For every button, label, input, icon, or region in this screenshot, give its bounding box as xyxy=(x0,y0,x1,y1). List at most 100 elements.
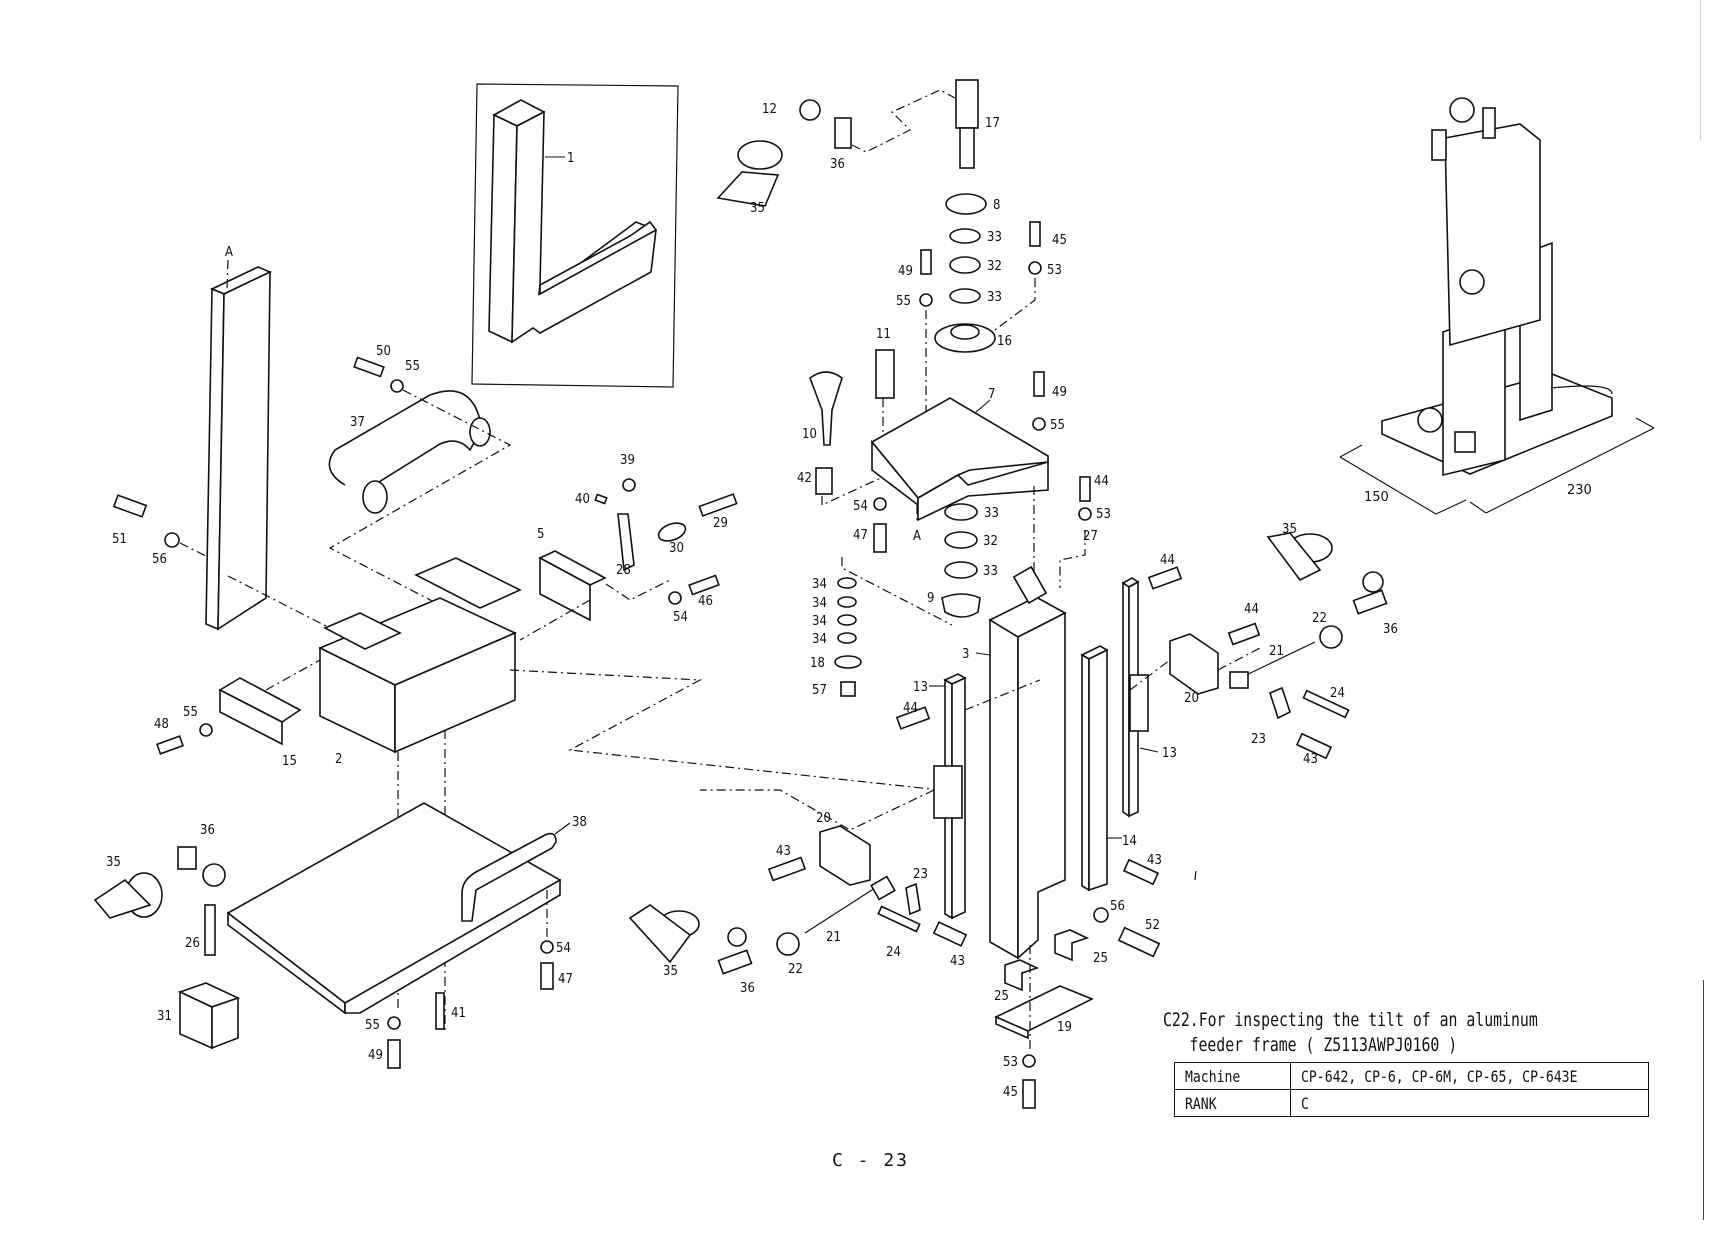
callout-35-top: 35 xyxy=(750,201,765,216)
callout-45-top: 45 xyxy=(1052,233,1067,248)
callout-1: 1 xyxy=(567,151,574,166)
callout-43-rail: 43 xyxy=(1147,853,1162,868)
part-upright-bar: A xyxy=(205,245,272,631)
callout-50: 50 xyxy=(376,344,391,359)
callout-21-left: 21 xyxy=(826,930,841,945)
left-indicator-assembly: 35 36 26 31 xyxy=(93,823,241,1050)
part-plate-15: 15 55 48 xyxy=(154,659,321,769)
callout-28: 28 xyxy=(616,563,631,578)
callout-56-left: 56 xyxy=(152,552,167,567)
callout-ref-a-center: A xyxy=(913,529,921,544)
callout-42: 42 xyxy=(797,471,812,486)
callout-45-bottom: 45 xyxy=(1003,1085,1018,1100)
callout-22-left: 22 xyxy=(788,962,803,977)
callout-36-top: 36 xyxy=(830,157,845,172)
caption-line-2: feeder frame ( Z5113AWPJ0160 ) xyxy=(1189,1034,1458,1056)
callout-29: 29 xyxy=(713,516,728,531)
callout-33-c: 33 xyxy=(984,506,999,521)
callout-44-right: 44 xyxy=(1160,553,1175,568)
callout-53-column: 53 xyxy=(1096,507,1111,522)
part-lever-28: 39 40 28 30 29 54 46 xyxy=(575,453,738,625)
callout-43-left: 43 xyxy=(776,844,791,859)
callout-21-right: 21 xyxy=(1269,644,1284,659)
callout-13-left: 13 xyxy=(913,680,928,695)
callout-38: 38 xyxy=(572,815,587,830)
dimension-width: 150 xyxy=(1364,490,1389,505)
callout-15: 15 xyxy=(282,754,297,769)
callout-49-base: 49 xyxy=(368,1048,383,1063)
callout-32-b: 32 xyxy=(983,534,998,549)
right-indicator-assembly: 20 44 21 22 24 23 43 35 36 xyxy=(1129,522,1398,881)
callout-35-lower: 35 xyxy=(663,964,678,979)
callout-43-lower: 43 xyxy=(950,954,965,969)
callout-48: 48 xyxy=(154,717,169,732)
callout-53-top: 53 xyxy=(1047,263,1062,278)
callout-46: 46 xyxy=(698,594,713,609)
callout-51: 51 xyxy=(112,532,127,547)
callout-9: 9 xyxy=(927,591,934,606)
callout-27: 27 xyxy=(1083,529,1098,544)
part-column-3: 3 27 44 53 xyxy=(962,474,1111,960)
callout-34-b: 34 xyxy=(812,596,827,611)
callout-47-center: 47 xyxy=(853,528,868,543)
callout-25-left: 25 xyxy=(994,989,1009,1004)
callout-16: 16 xyxy=(997,334,1012,349)
callout-55-plate: 55 xyxy=(1050,418,1065,433)
callout-ref-a-left: A xyxy=(225,245,233,260)
lower-center-stack: 54 47 A 33 32 33 9 34 34 34 34 18 57 xyxy=(810,497,999,698)
page-edge-line xyxy=(1703,980,1704,1220)
callout-19: 19 xyxy=(1057,1020,1072,1035)
rank-label: RANK xyxy=(1185,1093,1217,1113)
callout-33-d: 33 xyxy=(983,564,998,579)
callout-17: 17 xyxy=(985,116,1000,131)
rank-value: C xyxy=(1301,1093,1309,1113)
callout-30: 30 xyxy=(669,541,684,556)
callout-33-a: 33 xyxy=(987,230,1002,245)
callout-54-block: 54 xyxy=(673,610,688,625)
callout-13-right: 13 xyxy=(1162,746,1177,761)
callout-39: 39 xyxy=(620,453,635,468)
part-plate-7: 7 49 55 xyxy=(870,371,1067,600)
machine-label: Machine xyxy=(1185,1066,1241,1086)
callout-53-bottom: 53 xyxy=(1003,1055,1018,1070)
assembled-jig-view: 150 230 xyxy=(1339,97,1655,515)
callout-55-handle: 55 xyxy=(405,359,420,374)
callout-7: 7 xyxy=(988,387,995,402)
callout-33-b: 33 xyxy=(987,290,1002,305)
page-number: C - 23 xyxy=(832,1150,910,1171)
callout-14: 14 xyxy=(1122,834,1137,849)
callout-32-a: 32 xyxy=(987,259,1002,274)
callout-18: 18 xyxy=(810,656,825,671)
callout-35-left: 35 xyxy=(106,855,121,870)
callout-20-right: 20 xyxy=(1184,691,1199,706)
caption-line-1: C22.For inspecting the tilt of an alumin… xyxy=(1163,1009,1538,1031)
center-stack: 8 33 32 33 16 45 53 49 55 11 10 42 xyxy=(797,193,1067,506)
callout-47-base: 47 xyxy=(558,972,573,987)
figure-caption: C22.For inspecting the tilt of an alumin… xyxy=(1163,1008,1538,1058)
callout-40: 40 xyxy=(575,492,590,507)
callout-34-d: 34 xyxy=(812,632,827,647)
callout-49-plate: 49 xyxy=(1052,385,1067,400)
callout-26: 26 xyxy=(185,936,200,951)
bottom-feet-assembly: 25 25 19 53 45 xyxy=(994,929,1108,1109)
callout-2: 2 xyxy=(335,752,342,767)
callout-55-block: 55 xyxy=(183,705,198,720)
page-edge-line-top xyxy=(1700,0,1701,140)
part-rail-13-left: 13 44 xyxy=(700,673,1041,920)
callout-31: 31 xyxy=(157,1009,172,1024)
callout-12: 12 xyxy=(762,102,777,117)
callout-56-column: 56 xyxy=(1110,899,1125,914)
callout-55-base: 55 xyxy=(365,1018,380,1033)
part-rail-14: 14 43 56 52 xyxy=(1080,645,1162,958)
callout-54-center: 54 xyxy=(853,499,868,514)
callout-54-base: 54 xyxy=(556,941,571,956)
callout-37: 37 xyxy=(350,415,365,430)
callout-55-top: 55 xyxy=(896,294,911,309)
callout-24-left: 24 xyxy=(886,945,901,960)
callout-11: 11 xyxy=(876,327,891,342)
callout-36-left: 36 xyxy=(200,823,215,838)
callout-25-right: 25 xyxy=(1093,951,1108,966)
part-block-2: 2 xyxy=(318,557,941,1030)
top-indicator-assembly: 35 12 36 17 xyxy=(716,79,1000,216)
